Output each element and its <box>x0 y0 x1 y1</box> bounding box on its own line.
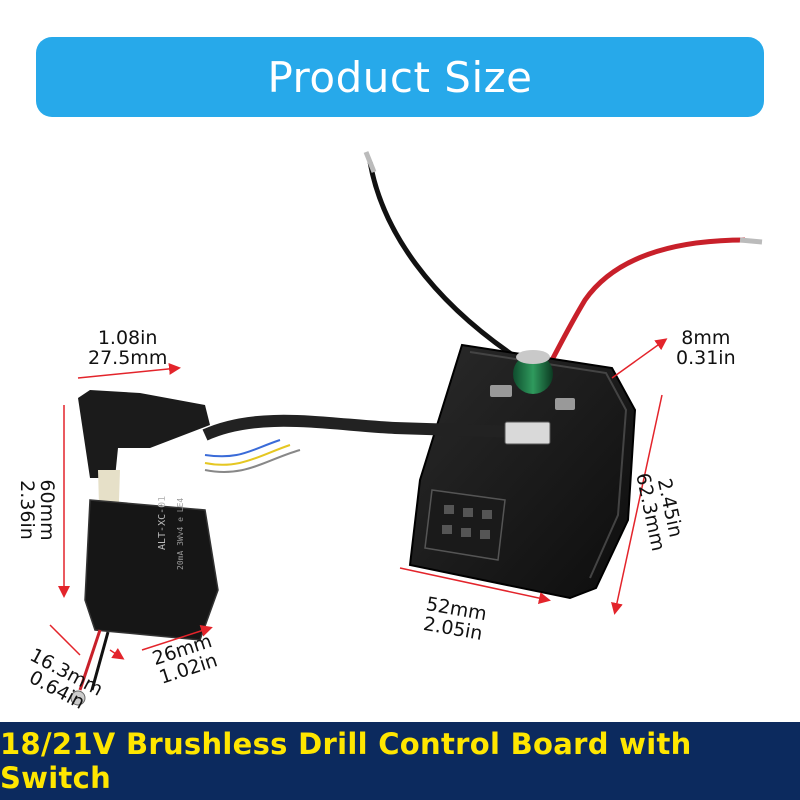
page-title: Product Size <box>267 52 533 102</box>
footer-banner: 18/21V Brushless Drill Control Board wit… <box>0 722 800 800</box>
trigger-switch: ALT-XC-01 20mA 3Wv4 e LE4 <box>70 390 219 706</box>
red-wire <box>549 237 746 362</box>
black-wire-tip <box>363 151 377 173</box>
product-title: 18/21V Brushless Drill Control Board wit… <box>0 727 692 795</box>
red-wire-tip <box>739 237 763 245</box>
switch-height-label: 60mm 2.36in <box>16 479 58 541</box>
black-wire <box>367 161 522 363</box>
switch-width-label: 1.08in 27.5mm <box>88 327 168 369</box>
header-banner: Product Size <box>36 37 764 117</box>
board-thickness-label: 8mm 0.31in <box>676 327 736 369</box>
switch-rating-label: 20mA 3Wv4 e LE4 <box>176 498 185 570</box>
switch-model-label: ALT-XC-01 <box>157 496 168 550</box>
ribbon-cable <box>202 414 521 441</box>
control-board <box>408 343 637 600</box>
